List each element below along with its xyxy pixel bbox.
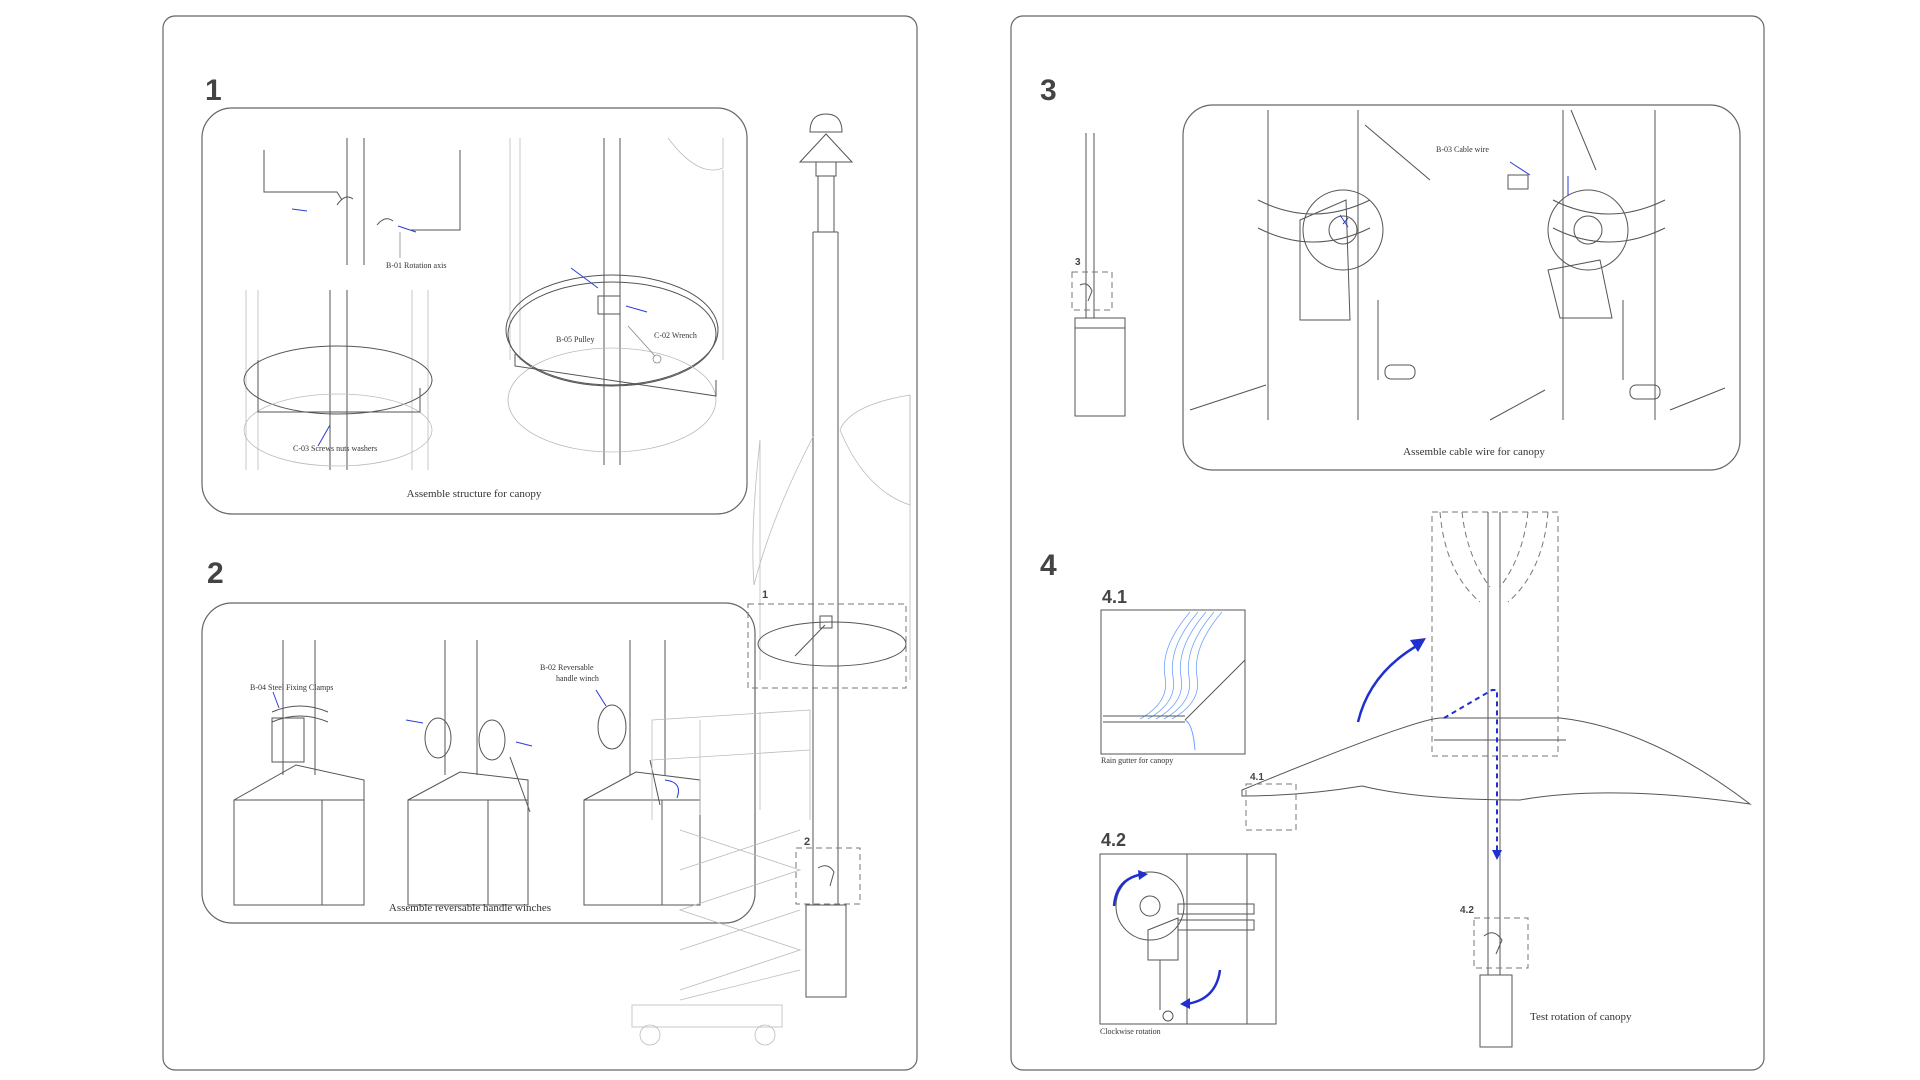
step4-2-caption: Clockwise rotation [1100, 1027, 1161, 1036]
rain-gutter-drawing [1103, 611, 1246, 751]
marker-2: 2 [804, 836, 810, 848]
marker-4-1: 4.1 [1250, 772, 1264, 783]
cable-label: B-03 Cable wire [1436, 145, 1489, 154]
step4-number: 4 [1040, 549, 1057, 582]
pulley-wrench-drawing [505, 137, 724, 465]
step1-number: 1 [205, 74, 222, 107]
cable-wire-drawing [1189, 109, 1726, 421]
rotation-axis-label: B-01 Rotation axis [386, 261, 446, 270]
left-panel: 1 [162, 15, 918, 1071]
step3-pole-overview: 3 [1071, 133, 1126, 417]
step2-box: B-04 Steel Fixing Clamps B-02 Reversable… [201, 602, 756, 924]
wrench-label: C-02 Wrench [654, 331, 697, 340]
step4-2-number: 4.2 [1101, 830, 1126, 850]
step3-caption: Assemble cable wire for canopy [1403, 446, 1545, 458]
step4-1-caption: Rain gutter for canopy [1101, 756, 1173, 765]
step3-number: 3 [1040, 74, 1057, 107]
step2-caption: Assemble reversable handle winches [389, 902, 551, 914]
marker-1: 1 [762, 589, 768, 601]
step1-box: B-01 Rotation axis B-05 Pulley C-02 Wren… [201, 107, 748, 515]
winch-label-line2: handle winch [556, 674, 599, 683]
canopy-rotation-drawing: 4.1 4.2 Test rotation of canopy [1241, 511, 1752, 1048]
winch-label-line1: B-02 Reversable [540, 663, 594, 672]
step4-1-number: 4.1 [1102, 587, 1127, 607]
right-panel: 3 3 [1010, 15, 1765, 1071]
marker-4-2: 4.2 [1460, 905, 1474, 916]
clockwise-rotation-drawing [1112, 854, 1255, 1024]
ring-screws-drawing [243, 290, 433, 470]
step3-box: B-03 Cable wire Assemble cable wire for … [1182, 104, 1741, 471]
rotation-axis-drawing [263, 138, 461, 265]
step1-caption: Assemble structure for canopy [407, 488, 542, 500]
step2-number: 2 [207, 557, 224, 590]
step4-caption: Test rotation of canopy [1530, 1011, 1632, 1023]
lamp-pole-overview: 1 2 [631, 113, 911, 1046]
step4-1-detail: 4.1 Rain gutter for canopy [1100, 587, 1246, 765]
marker-3: 3 [1075, 257, 1081, 268]
screws-label: C-03 Screws nuts washers [293, 444, 377, 453]
step4-2-detail: 4.2 Clockwise rotation [1099, 830, 1277, 1036]
pulley-label: B-05 Pulley [556, 335, 594, 344]
clamps-label: B-04 Steel Fixing Clamps [250, 683, 333, 692]
winch-pillars-drawing [233, 640, 701, 906]
